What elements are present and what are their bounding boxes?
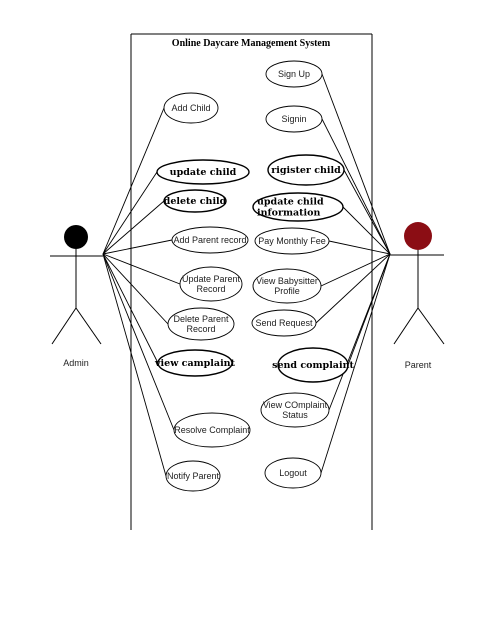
system-boundary: Online Daycare Management System [130,33,373,530]
association-add-parent-record [102,239,173,255]
use-case-ellipse [265,105,323,133]
admin-label: Admin [63,358,89,368]
use-case-ellipse [252,268,322,304]
use-case-label: view camplaint [154,358,236,369]
use-case-ellipse [165,460,221,492]
association-delete-child [102,200,165,255]
association-update-parent-record [102,253,181,285]
use-case-ellipse [157,349,233,377]
use-case-ellipse [167,307,235,341]
use-case-sign-up: Sign Up [265,60,323,88]
parent-left-leg [393,307,419,345]
use-case-pay-monthly-fee: Pay Monthly Fee [254,227,330,255]
association-register-child [343,169,391,255]
use-case-label: View Babysitter [256,276,318,286]
use-case-ellipse [260,392,330,428]
association-logout [320,253,391,474]
use-case-ellipse [264,457,322,489]
use-case-label: send complaint [272,360,354,371]
use-case-label: information [257,208,320,219]
use-case-label: Delete Parent [173,314,229,324]
association-update-child-information [342,206,391,255]
use-case-ellipse [267,154,345,186]
parent-label: Parent [405,360,432,370]
use-case-ellipse [156,159,250,185]
association-update-child [102,171,158,255]
association-delete-parent-record [102,253,169,325]
use-case-delete-child: delete child [163,189,227,213]
use-case-label: Resolve Complaint [174,425,250,435]
use-case-resolve-complaint: Resolve Complaint [173,412,251,448]
use-case-ellipse [173,412,251,448]
use-case-label: Record [186,324,215,334]
use-case-label: View COmplaint [263,400,328,410]
use-case-label: update child [170,167,237,178]
use-case-label: Add Parent record [173,235,246,245]
use-case-label: Record [196,284,225,294]
use-case-register-child: rigister child [267,154,345,186]
use-case-ellipse [163,92,219,124]
use-case-label: Notify Parent [167,471,220,481]
use-case-ellipse [277,347,349,383]
use-case-ellipse [252,192,344,222]
use-case-send-request: Send Request [251,309,317,337]
use-case-signin: Signin [265,105,323,133]
use-case-update-child: update child [156,159,250,185]
use-case-logout: Logout [264,457,322,489]
association-pay-monthly-fee [328,240,391,255]
system-title: Online Daycare Management System [172,38,331,49]
association-resolve-complaint [102,253,175,431]
use-case-label: Status [282,410,308,420]
use-case-ellipse [251,309,317,337]
use-case-label: Sign Up [278,69,310,79]
association-view-complaint-status [328,253,391,411]
association-notify-parent [102,253,167,477]
use-case-notify-parent: Notify Parent [165,460,221,492]
association-view-complaint [102,253,159,364]
association-view-babysitter-profile [320,253,391,287]
use-case-label: delete child [164,196,227,207]
admin-head [64,225,88,249]
use-case-add-child: Add Child [163,92,219,124]
use-case-label: update child [257,197,324,208]
use-case-ellipse [265,60,323,88]
use-case-add-parent-record: Add Parent record [171,226,249,254]
use-case-label: Add Child [171,103,210,113]
use-case-view-complaint: view camplaint [154,349,236,377]
use-case-label: Logout [279,468,307,478]
use-case-label: rigister child [271,165,341,176]
use-case-ellipse [254,227,330,255]
use-case-label: Profile [274,286,300,296]
use-case-label: Signin [281,114,306,124]
association-lines [102,73,391,477]
parent-head [404,222,432,250]
use-case-ellipse [163,189,227,213]
use-case-send-complaint: send complaint [272,347,354,383]
use-case-label: Pay Monthly Fee [258,236,326,246]
association-sign-up [321,73,391,255]
admin-left-leg [51,307,77,345]
actor-admin: Admin [50,225,103,368]
parent-right-leg [417,307,445,345]
use-case-ellipse [171,226,249,254]
use-case-label: Update Parent [182,274,241,284]
use-case-ellipse [179,266,243,302]
association-signin [321,118,391,255]
use-case-label: Send Request [255,318,313,328]
admin-right-leg [75,307,102,345]
association-add-child [102,107,165,255]
association-send-request [315,253,391,324]
actor-parent: Parent [390,222,445,370]
